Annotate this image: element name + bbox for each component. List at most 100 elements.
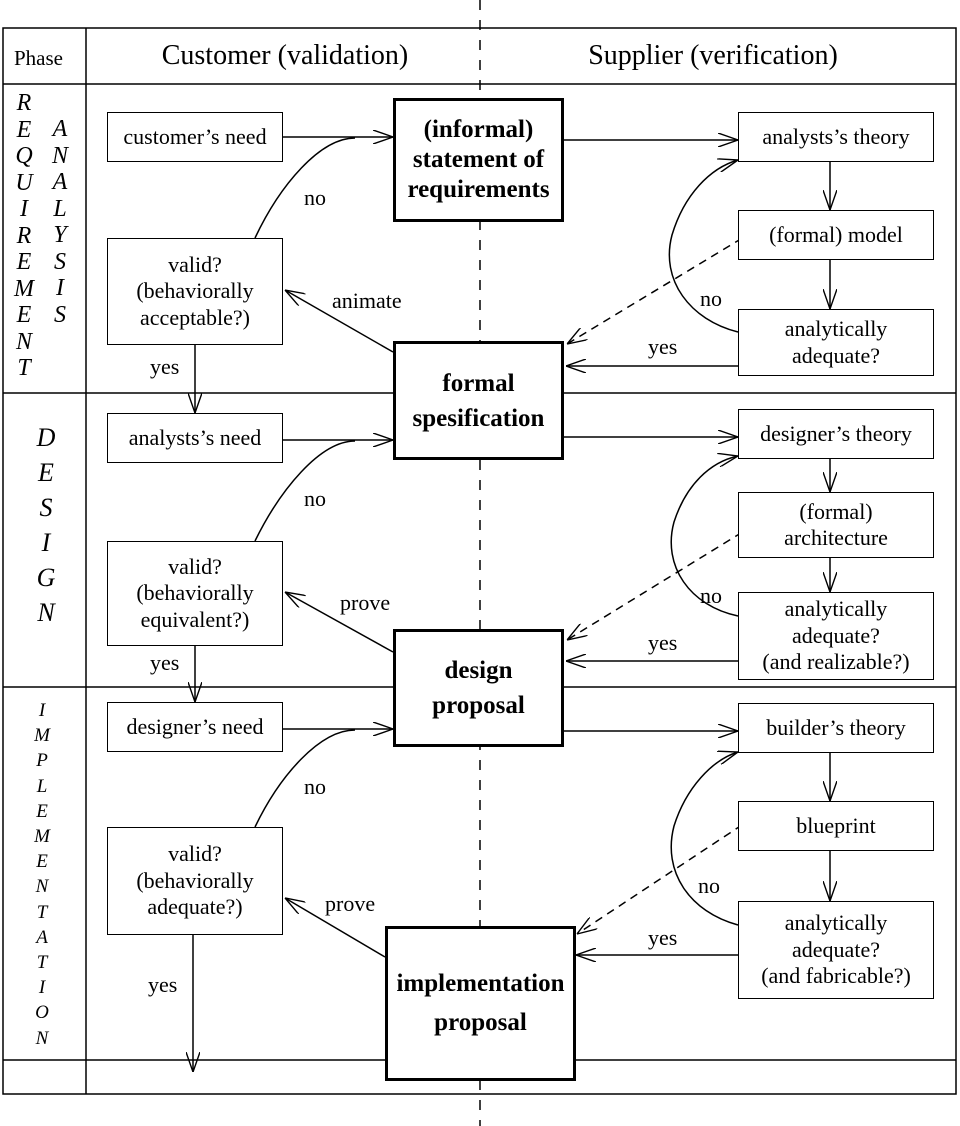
designers-theory-label: designer’s theory: [760, 420, 912, 446]
formal-architecture-box: (formal) architecture: [738, 492, 934, 558]
label-yes-3: yes: [148, 972, 178, 997]
curve-supplier-no-3: [670, 752, 738, 926]
stmt-line-2: statement of: [412, 146, 545, 173]
design-letter: I: [41, 528, 51, 557]
adequate2-line-1: analytically: [784, 596, 888, 622]
header-customer: Customer (validation): [161, 40, 409, 71]
valid-equivalent-box: valid? (behaviorally equivalent?): [107, 541, 283, 646]
formal-model-label: (formal) model: [769, 221, 903, 247]
analysts-theory-box: analysts’s theory: [738, 112, 934, 162]
arrow-animate: [285, 290, 394, 353]
architecture-line-1: (formal): [799, 498, 873, 524]
valid-acceptable-line-3: acceptable?): [140, 304, 250, 330]
dashed-arrow-3: [577, 816, 755, 934]
implementation-letter: M: [34, 826, 50, 847]
header-supplier: Supplier (verification): [588, 40, 838, 71]
impl-line-2: proposal: [434, 1008, 527, 1036]
adequate3-line-3: (and fabricable?): [761, 963, 911, 989]
dashed-arrow-2: [567, 524, 755, 640]
analysis-letter: I: [56, 275, 64, 301]
label-animate: animate: [332, 288, 402, 313]
formal-model-box: (formal) model: [738, 210, 934, 260]
spec-line-1: formal: [442, 369, 515, 397]
customer-need-label: customer’s need: [123, 123, 267, 149]
analysts-theory-label: analysts’s theory: [762, 123, 910, 149]
requirement-letter: T: [17, 355, 31, 381]
implementation-letter: I: [38, 700, 46, 721]
arrow-prove-1: [285, 592, 394, 653]
architecture-line-2: architecture: [784, 525, 888, 550]
label-supplier-no-3: no: [698, 873, 720, 898]
requirement-letter: E: [16, 249, 32, 275]
blueprint-label: blueprint: [796, 812, 876, 838]
analysis-letter: N: [51, 142, 68, 169]
design-letter: D: [36, 423, 56, 452]
label-supplier-yes-1: yes: [648, 334, 678, 359]
implementation-letter: L: [36, 775, 48, 797]
label-supplier-no-2: no: [700, 583, 722, 608]
valid-acceptable-line-2: (behaviorally: [136, 278, 254, 304]
label-prove-2: prove: [325, 891, 376, 916]
analysts-need-box: analysts’s need: [107, 413, 283, 463]
arrow-prove-2: [285, 898, 386, 958]
design-letter: N: [37, 598, 55, 627]
analysis-letter: S: [54, 248, 66, 275]
builders-theory-box: builder’s theory: [738, 703, 934, 753]
implementation-letter: O: [35, 1002, 49, 1024]
implementation-letter: A: [36, 926, 48, 948]
requirement-letter: R: [16, 90, 32, 116]
curve-supplier-no-1: [668, 160, 738, 333]
designers-need-label: designer’s need: [126, 713, 264, 739]
analysis-letter: S: [54, 301, 66, 328]
design-line-1: design: [444, 657, 513, 684]
impl-line-1: implementation: [396, 969, 565, 997]
implementation-letter: E: [36, 851, 48, 873]
curve-no-2: [254, 440, 356, 542]
implementation-letter: N: [35, 1027, 49, 1049]
customer-need-box: customer’s need: [107, 112, 283, 162]
implementation-letter: P: [36, 750, 48, 772]
label-supplier-yes-3: yes: [648, 925, 678, 950]
label-supplier-yes-2: yes: [648, 630, 678, 655]
label-supplier-no-1: no: [700, 286, 722, 311]
requirement-letter: N: [15, 328, 32, 355]
adequate1-line-1: analytically: [784, 316, 888, 342]
dashed-arrow-1: [567, 230, 755, 344]
valid-adequate-line-3: adequate?): [147, 894, 243, 920]
adequate3-line-2: adequate?: [792, 936, 880, 962]
requirement-letter: E: [16, 302, 32, 328]
spec-line-2: spesification: [412, 404, 545, 432]
adequate2-line-2: adequate?: [792, 622, 880, 648]
analytically-adequate-box-3: analytically adequate? (and fabricable?): [738, 901, 934, 999]
analysis-letter: L: [53, 195, 67, 222]
valid-equivalent-line-1: valid?: [168, 553, 222, 579]
stmt-line-3: requirements: [407, 176, 550, 203]
label-no-2: no: [304, 486, 326, 511]
header-phase: Phase: [14, 46, 63, 70]
valid-acceptable-line-1: valid?: [168, 251, 222, 277]
valid-equivalent-line-3: equivalent?): [140, 606, 250, 632]
analysis-letter: A: [52, 116, 68, 142]
valid-acceptable-box: valid? (behaviorally acceptable?): [107, 238, 283, 345]
valid-adequate-line-1: valid?: [168, 841, 222, 867]
implementation-letter: T: [36, 952, 48, 973]
curve-no-3: [254, 729, 356, 828]
requirement-letter: M: [14, 275, 34, 302]
implementation-letter: E: [36, 800, 48, 822]
designers-need-box: designer’s need: [107, 702, 283, 752]
label-yes-2: yes: [150, 650, 180, 675]
design-letter: S: [39, 493, 53, 522]
label-no-1: no: [304, 185, 326, 210]
label-prove-1: prove: [340, 590, 391, 615]
adequate2-line-3: (and realizable?): [762, 649, 910, 675]
analysis-letter: Y: [53, 222, 67, 248]
analytically-adequate-box-2: analytically adequate? (and realizable?): [738, 592, 934, 680]
requirement-letter: R: [16, 222, 32, 249]
implementation-letter: N: [35, 876, 49, 898]
implementation-proposal-box: implementation proposal: [385, 926, 576, 1081]
formal-specification-box: formal spesification: [393, 341, 564, 460]
valid-adequate-box: valid? (behaviorally adequate?): [107, 827, 283, 935]
adequate1-line-2: adequate?: [792, 342, 880, 368]
valid-equivalent-line-2: (behaviorally: [136, 580, 254, 606]
analysts-need-label: analysts’s need: [128, 424, 262, 450]
